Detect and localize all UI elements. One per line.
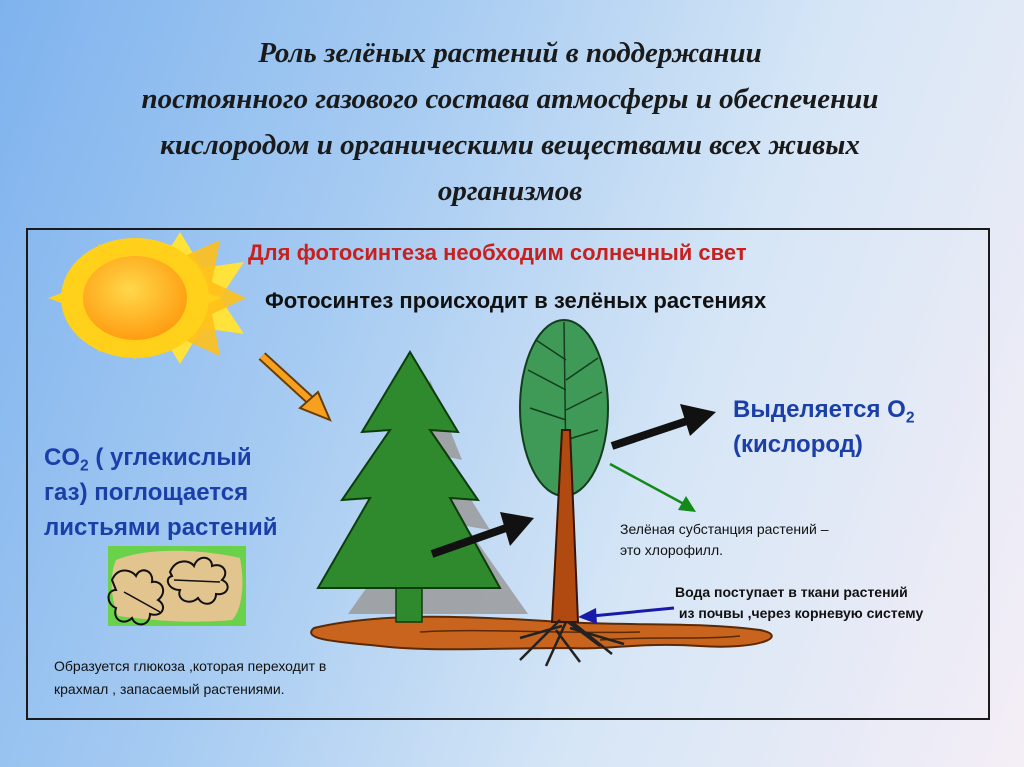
oak-leaves-icon — [107, 546, 246, 626]
co2-absorption-text: CO2 ( углекислый газ) поглощается листья… — [44, 440, 278, 545]
water-arrow-icon — [578, 606, 675, 624]
co2-line-2: газ) поглощается — [44, 479, 249, 506]
o2-formula: Выделяется O — [733, 396, 906, 423]
o2-release-text: Выделяется O2 (кислород) — [733, 392, 915, 462]
chlorophyll-text: Зелёная субстанция растений – это хлороф… — [620, 519, 828, 561]
sun-icon — [48, 232, 246, 364]
photosynthesis-sunlight-heading: Для фотосинтеза необходим солнечный свет — [248, 240, 747, 265]
chlorophyll-line-2: это хлорофилл. — [620, 542, 724, 558]
water-absorption-text: Вода поступает в ткани растений из почвы… — [675, 582, 923, 624]
title-line-1: Роль зелёных растений в поддержании — [258, 37, 762, 69]
content-frame — [26, 228, 990, 720]
glucose-line-2: крахмал , запасаемый растениями. — [54, 681, 285, 697]
chlorophyll-line-1: Зелёная субстанция растений – — [620, 521, 829, 537]
glucose-line-1: Образуется глюкоза ,которая переходит в — [54, 658, 327, 674]
o2-release-arrow-icon — [610, 404, 716, 450]
o2-subscript: 2 — [905, 409, 915, 427]
chlorophyll-arrow-icon — [609, 462, 696, 512]
title-line-4: организмов — [437, 175, 583, 207]
co2-line-3: листьями растений — [44, 514, 278, 541]
co2-line1-rest: ( углекислый — [88, 444, 252, 471]
slide-title: Роль зелёных растений в поддержании пост… — [60, 30, 960, 214]
title-line-3: кислородом и органическими веществами вс… — [160, 129, 860, 161]
fir-tree-icon — [316, 350, 502, 623]
co2-subscript: 2 — [80, 457, 89, 475]
co2-absorption-arrow-icon — [430, 512, 534, 558]
water-line-2: из почвы ,через корневую систему — [675, 605, 924, 621]
title-line-2: постоянного газового состава атмосферы и… — [141, 83, 879, 115]
water-line-1: Вода поступает в ткани растений — [675, 584, 908, 600]
deciduous-tree-icon — [519, 319, 625, 667]
glucose-text: Образуется глюкоза ,которая переходит в … — [54, 655, 326, 701]
sunlight-arrow-icon — [258, 352, 332, 422]
o2-line-2: (кислород) — [733, 431, 863, 458]
co2-formula: CO — [44, 444, 80, 471]
photosynthesis-location-heading: Фотосинтез происходит в зелёных растения… — [265, 288, 767, 313]
